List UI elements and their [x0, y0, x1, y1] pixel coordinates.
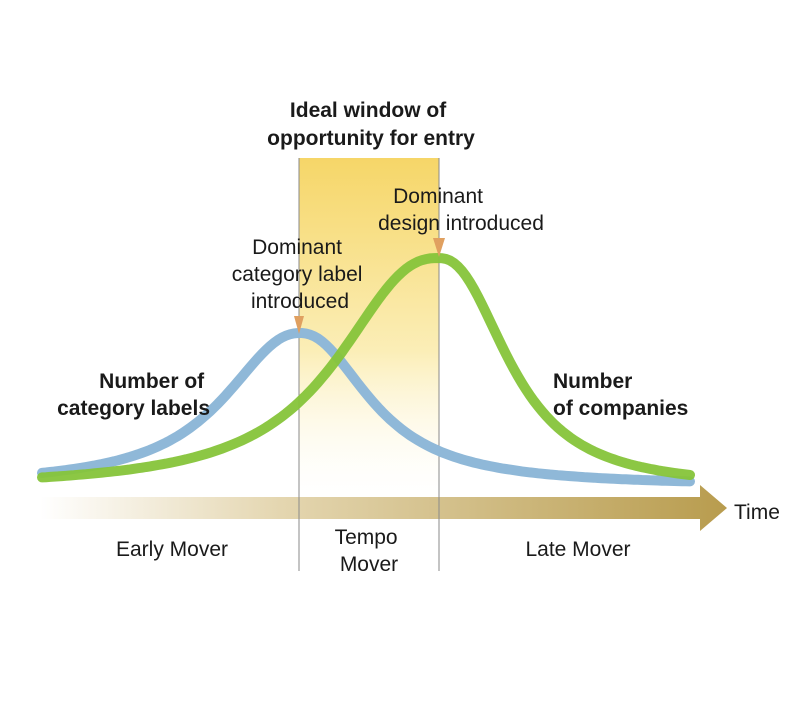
design-pointer	[433, 238, 445, 257]
phase-late-mover: Late Mover	[525, 538, 630, 561]
time-axis-label: Time	[734, 501, 780, 524]
category-labels-series-label: Number of category labels	[57, 370, 210, 420]
opportunity-window	[299, 158, 439, 510]
category-label-pointer	[294, 316, 304, 334]
phase-early-mover: Early Mover	[116, 538, 228, 561]
category-label-annotation: Dominant category label introduced	[232, 236, 369, 313]
companies-series-label: Number of companies	[553, 370, 688, 420]
phase-tempo-mover: Tempo Mover	[335, 526, 404, 576]
time-axis-arrow	[40, 485, 727, 531]
window-title: Ideal window of opportunity for entry	[267, 99, 475, 150]
companies-curve	[37, 252, 695, 483]
design-annotation: Dominant design introduced	[378, 185, 544, 235]
category-labels-curve	[37, 328, 695, 487]
